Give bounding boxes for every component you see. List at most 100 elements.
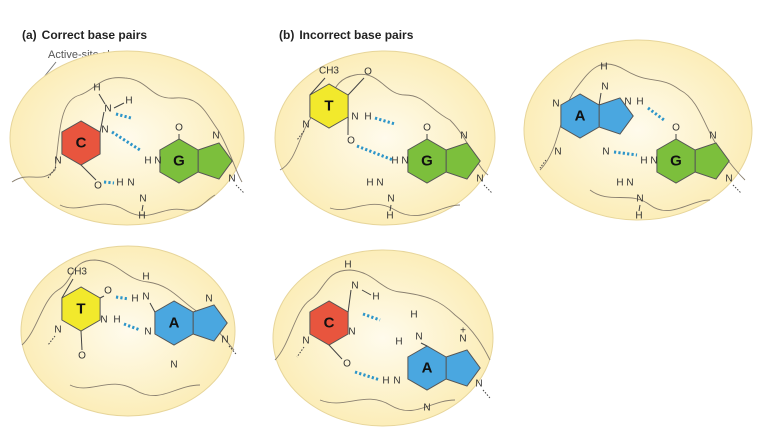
sugar-link [47,166,57,179]
adenine-n9: N [475,379,482,390]
adenine-ring-letter: A [575,108,586,125]
cytosine-amino-n: N [104,104,111,115]
cytosine-amino-n: N [351,281,358,292]
covalent-bond [98,93,106,105]
sugar-link [47,335,56,346]
covalent-bond [328,344,343,360]
adenine-amino-h2: H [395,337,402,348]
active-site-contour [279,73,489,176]
cytosine-o2: O [94,181,102,192]
covalent-bond [80,164,97,181]
covalent-bond [347,77,365,96]
adenine-n1: N [602,147,609,158]
panel-b-title: Incorrect base pairs [299,28,414,42]
sugar-link [732,184,742,194]
covalent-bond [99,111,105,133]
thymine-methyl: CH3 [67,267,87,278]
hbond-tg-1 [374,116,396,126]
adenine-n6: N [415,332,422,343]
covalent-bond [361,289,372,296]
active-site-contour [329,203,461,216]
guanine-n2-h: H [386,211,393,222]
thymine-n1: N [302,120,309,131]
adenine-n6: N [601,82,608,93]
guanine-n1: N [650,156,657,167]
thymine-o4: O [104,286,112,297]
thymine-o4: O [364,67,372,78]
adenine-amino-h2: H [131,294,138,305]
guanine-n9: N [476,174,483,185]
cytosine-amino-h2: H [125,96,132,107]
adenine-n: N [552,99,559,110]
guanine-ring-letter: G [670,153,682,170]
adenine-n3: N [423,403,430,414]
active-site-contour [319,398,456,411]
sugar-link [296,346,305,358]
thymine-ring-letter: T [76,301,85,318]
guanine-n2-h: H [635,211,642,222]
adenine-amino-h1: H [142,272,149,283]
thymine-n3: N [100,315,107,326]
thymine-n1: N [54,325,61,336]
covalent-bond [638,204,641,212]
active-site-contour [69,383,201,396]
covalent-bond [113,102,125,109]
guanine-n7: N [709,131,716,142]
hbond-ag-1 [647,106,665,122]
guanine-n2: N [387,194,394,205]
adenine-ring-six-ring [407,345,447,391]
active-site-contour [589,189,711,211]
guanine-n2-h: H [138,211,145,222]
active-site-contour [59,194,216,217]
guanine-amino-h: H [616,178,623,189]
adenine-amino-n: N [624,97,631,108]
adenine-ring-letter: A [422,360,433,377]
thymine-ring-letter: T [324,98,333,115]
guanine-n9: N [228,174,235,185]
hbond-ca-1 [362,312,381,322]
cytosine-amino-h1: H [93,83,100,94]
covalent-bond [61,278,74,299]
guanine-ring-letter: G [421,153,433,170]
guanine-n7: N [212,131,219,142]
panel-a-label: (a)Correct base pairs [22,28,147,42]
active-site-contour [274,269,491,361]
adenine-amino-h1: H [600,62,607,73]
guanine-o6: O [672,123,680,134]
guanine-amino-n: N [626,178,633,189]
cytosine-o2: O [343,359,351,370]
adenine-n7: N [459,334,466,345]
guanine-amino-n: N [127,178,134,189]
adenine-n3: N [554,147,561,158]
guanine-ring-six-ring [407,138,447,184]
panel-b-label: (b) Incorrect base pairs [279,28,413,42]
hbond-ta-2 [123,322,141,332]
covalent-bond [80,330,83,351]
guanine-ring-letter: G [173,153,185,170]
covalent-bond [347,289,352,313]
guanine-ring-six-ring [656,138,696,184]
guanine-amino-n: N [376,178,383,189]
covalent-bond [149,302,156,313]
adenine-n1: N [144,327,151,338]
cytosine-n3: N [348,327,355,338]
hbond-ta-1 [115,295,130,301]
panel-b-tag: (b) [279,28,295,42]
guanine-h1: H [144,156,151,167]
guanine-n1: N [401,156,408,167]
guanine-amino-h: H [366,178,373,189]
adenine-h1: H [382,376,389,387]
cytosine-n3: N [101,125,108,136]
sugar-link [296,130,305,141]
thymine-o2: O [78,351,86,362]
sugar-link [482,389,491,399]
adenine-n3: N [170,360,177,371]
hbond-cg-3 [103,180,115,185]
panel-a-tag: (a) [22,28,37,42]
guanine-amino-h: H [116,178,123,189]
cytosine-amino-h1: H [344,260,351,271]
hbond-ag-2 [613,150,638,157]
